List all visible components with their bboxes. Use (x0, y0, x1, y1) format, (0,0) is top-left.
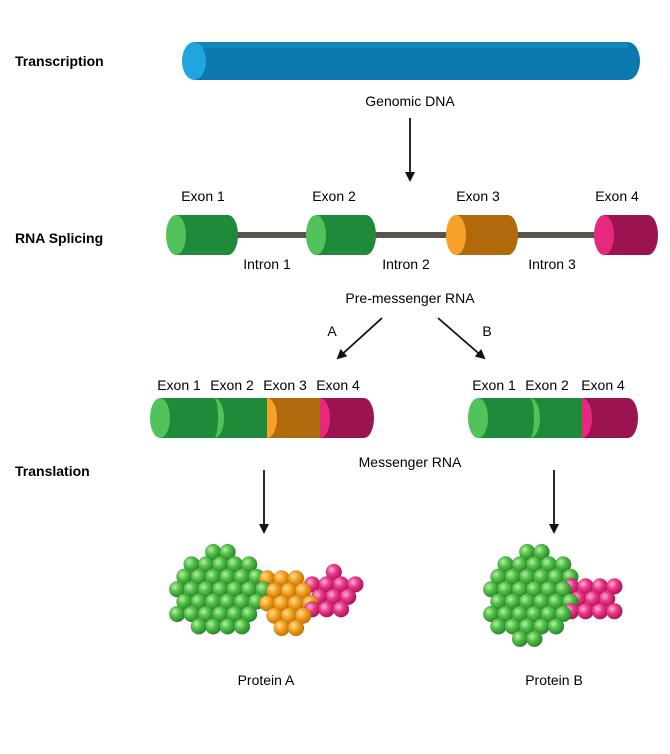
stage-rna-splicing: RNA Splicing (15, 230, 103, 246)
mrna-b-exon-1 (468, 398, 534, 438)
pre-exon-3 (446, 215, 518, 255)
pre-exon-3-label: Exon 3 (456, 188, 500, 204)
pre-exon-1-label: Exon 1 (181, 188, 225, 204)
exon-1-2-bead (219, 618, 236, 635)
mrna-label: Messenger RNA (359, 454, 462, 470)
mrna-a-exon-4-label: Exon 4 (316, 377, 360, 393)
intron-2-label: Intron 2 (382, 256, 430, 272)
exon-4-bead (347, 576, 364, 593)
pre-exon-4 (594, 215, 658, 255)
exon-1-2-bead (490, 618, 507, 635)
exon-4-bead (591, 602, 609, 620)
exon-1-2-bead (526, 630, 543, 648)
pre-mrna-introns (228, 232, 608, 238)
arrow-path-a (336, 317, 383, 360)
exon-3-bead (294, 607, 312, 624)
mrna-b (468, 398, 638, 438)
exon-1-2-bead (240, 605, 258, 623)
exon-4-bead (606, 602, 623, 620)
path-a-label: A (327, 323, 337, 339)
exon-4-bead (325, 563, 343, 581)
exon-1-2-bead (547, 618, 565, 635)
mrna-b-exon-1-label: Exon 1 (472, 377, 516, 393)
arrow-path-b (437, 317, 486, 360)
protein-a-label: Protein A (238, 672, 295, 688)
exon-1-2-bead (190, 618, 208, 635)
mrna-a-exon-2-label: Exon 2 (210, 377, 254, 393)
exon-3-bead (273, 619, 290, 637)
mrna-a-exon-3-label: Exon 3 (263, 377, 307, 393)
intron-3-label: Intron 3 (528, 256, 576, 272)
exon-4-bead (332, 600, 350, 618)
pre-exon-4-label: Exon 4 (595, 188, 639, 204)
mrna-b-exon-2-label: Exon 2 (525, 377, 569, 393)
exon-1-2-bead (533, 543, 550, 561)
mrna-a-exon-1-label: Exon 1 (157, 377, 201, 393)
genomic-dna-cylinder (182, 42, 640, 80)
exon-1-2-bead (554, 556, 572, 573)
mrna-a (150, 398, 374, 438)
exon-3-bead (287, 619, 305, 637)
exon-3-bead (294, 582, 312, 600)
exon-4-bead (577, 602, 594, 620)
exon-1-2-bead (219, 543, 236, 561)
exon-1-2-bead (233, 618, 251, 635)
protein-b-label: Protein B (525, 672, 583, 688)
exon-1-2-bead (554, 580, 572, 598)
exon-4-bead (339, 588, 357, 606)
exon-4-bead (318, 600, 335, 618)
pre-mrna-label: Pre-messenger RNA (345, 290, 475, 306)
genomic-dna-label: Genomic DNA (365, 93, 455, 109)
mrna-b-exon-4-label: Exon 4 (581, 377, 625, 393)
exon-1-2-bead (554, 605, 572, 623)
intron-1-label: Intron 1 (243, 256, 291, 272)
stage-translation: Translation (15, 463, 90, 479)
protein-a-cluster (168, 543, 364, 637)
exon-4-bead (606, 578, 623, 595)
exon-1-2-bead (511, 630, 529, 648)
exon-3-bead (287, 570, 305, 587)
exon-4-bead (598, 590, 616, 608)
pre-exon-2-label: Exon 2 (312, 188, 356, 204)
protein-b-cluster (482, 543, 623, 648)
pre-exon-2 (306, 215, 376, 255)
mrna-a-exon-1 (150, 398, 218, 438)
exon-1-2-bead (204, 618, 222, 635)
stage-transcription: Transcription (15, 53, 104, 69)
pre-exon-1 (166, 215, 238, 255)
exon-1-2-bead (240, 556, 258, 573)
path-b-label: B (482, 323, 491, 339)
exon-1-2-bead (168, 605, 186, 623)
